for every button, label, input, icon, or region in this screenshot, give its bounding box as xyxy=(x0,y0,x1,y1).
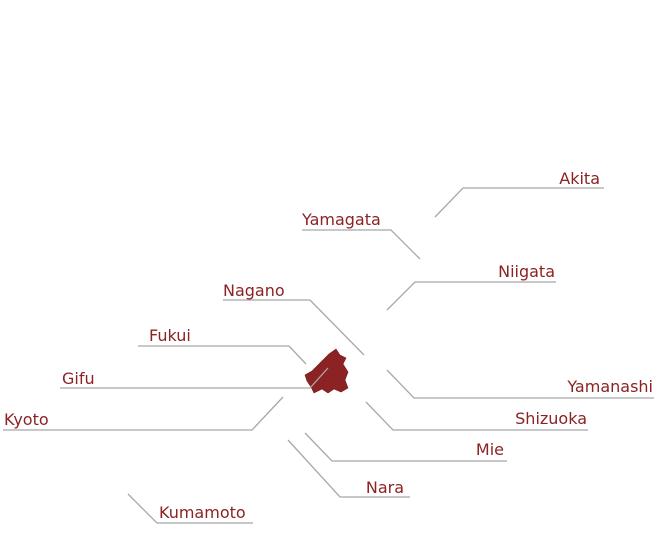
label-yamanashi[interactable]: Yamanashi xyxy=(566,377,653,396)
yamanashi-leader-line xyxy=(386,369,654,399)
shizuoka-leader-line xyxy=(365,401,588,431)
label-nagano[interactable]: Nagano xyxy=(223,281,285,300)
akita-leader-line xyxy=(434,187,604,218)
niigata-leader-line xyxy=(386,281,556,311)
label-nara[interactable]: Nara xyxy=(366,478,404,497)
label-yamagata[interactable]: Yamagata xyxy=(301,210,381,229)
label-akita[interactable]: Akita xyxy=(559,169,600,188)
nara-leader-line xyxy=(287,439,410,498)
fukui-leader-line xyxy=(138,345,307,365)
yamagata-leader-line xyxy=(302,229,421,260)
label-kyoto[interactable]: Kyoto xyxy=(4,410,49,429)
label-gifu[interactable]: Gifu xyxy=(62,369,95,388)
label-mie[interactable]: Mie xyxy=(476,440,504,459)
mie-leader-line xyxy=(304,432,507,462)
kyoto-leader-line xyxy=(3,396,284,431)
label-fukui[interactable]: Fukui xyxy=(149,326,191,345)
label-niigata[interactable]: Niigata xyxy=(498,262,555,281)
kumamoto-leader-line xyxy=(127,493,253,524)
label-shizuoka[interactable]: Shizuoka xyxy=(515,409,587,428)
nagano-leader-line xyxy=(223,299,365,356)
gifu-leader-line xyxy=(60,367,329,389)
label-kumamoto[interactable]: Kumamoto xyxy=(159,503,246,522)
